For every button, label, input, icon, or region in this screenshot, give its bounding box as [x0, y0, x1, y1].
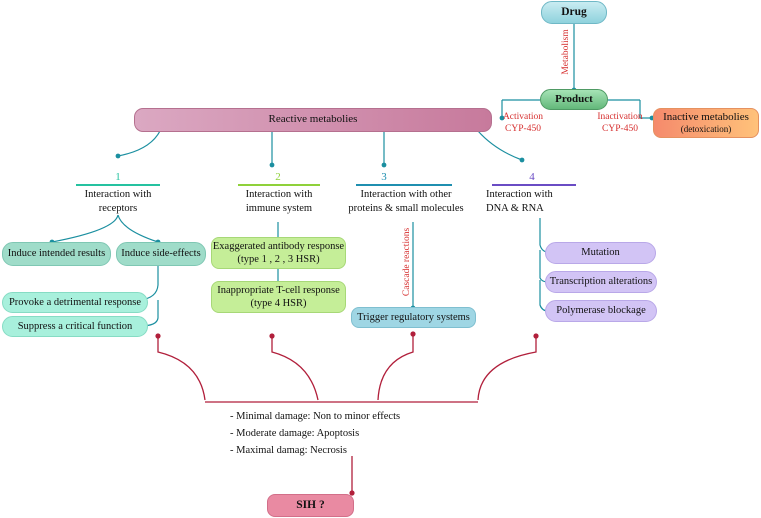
branch-4-number: 4: [529, 171, 535, 183]
minimal-damage-text: - Minimal damage: Non to minor effects: [230, 411, 401, 422]
exaggerated-antibody-response-box: Exaggerated antibody response (type 1 , …: [211, 237, 346, 269]
polymerase-blockage-box: Polymerase blockage: [545, 300, 657, 322]
product-node: Product: [540, 89, 608, 110]
intended-connector: [51, 214, 119, 243]
branch-4-title: Interaction with DNA & RNA: [486, 189, 553, 214]
side-connector: [117, 214, 159, 243]
branch-3-title: Interaction with other proteins & small …: [348, 189, 464, 214]
receptors-damage-connector: [157, 336, 206, 401]
cascade-reactions-label: Cascade reactions: [402, 227, 413, 297]
branch-2-underline: [238, 184, 320, 186]
branch-3-number: 3: [381, 171, 387, 183]
branch-2-title: Interaction with immune system: [245, 189, 313, 214]
maximal-damage-text: - Maximal damag: Necrosis: [230, 444, 347, 456]
inactive-metabolites-node: Inactive metabolies (detoxication): [653, 108, 759, 138]
branch-3-underline: [356, 184, 452, 186]
branch-2-number: 2: [275, 171, 281, 183]
induce-intended-results-box: Induce intended results: [2, 242, 111, 266]
inactivation-label: Inactivation CYP-450: [597, 112, 643, 134]
transcription-alterations-box: Transcription alterations: [545, 271, 657, 293]
mutation-box: Mutation: [545, 242, 656, 264]
product-label: Product: [555, 92, 593, 105]
branch-1-title: Interaction with receptors: [84, 189, 152, 214]
moderate-damage-text: - Moderate damage: Apoptosis: [230, 427, 360, 439]
reactive-label: Reactive metabolies: [268, 113, 358, 126]
sih-node: SIH ?: [267, 494, 354, 517]
drug-node: Drug: [541, 1, 607, 24]
branch-4-underline: [492, 184, 576, 186]
metabolism-label: Metabolism: [561, 29, 572, 75]
trigger-regulatory-systems-box: Trigger regulatory systems: [351, 307, 476, 328]
inactive-subtitle: (detoxication): [680, 124, 732, 135]
inappropriate-tcell-response-box: Inappropriate T-cell response (type 4 HS…: [211, 281, 346, 313]
dna-damage-connector: [477, 336, 537, 401]
drug-label: Drug: [561, 6, 587, 19]
suppress-critical-function-box: Suppress a critical function: [2, 316, 148, 337]
proteins-damage-connector: [377, 334, 414, 401]
inactive-title: Inactive metabolies: [663, 110, 749, 123]
branch-1-connector: [117, 130, 161, 157]
branch-1-number: 1: [115, 171, 121, 183]
immune-damage-connector: [271, 336, 319, 401]
damage-list: - Minimal damage: Non to minor effects -…: [230, 409, 460, 459]
reactive-metabolites-node: Reactive metabolies: [134, 108, 492, 132]
branch-1-underline: [76, 184, 160, 186]
activation-label: Activation CYP-450: [502, 112, 544, 134]
provoke-detrimental-response-box: Provoke a detrimental response: [2, 292, 148, 313]
sih-label: SIH ?: [296, 499, 325, 512]
induce-side-effects-box: Induce side-effects: [116, 242, 206, 266]
branch-4-connector: [477, 130, 523, 161]
